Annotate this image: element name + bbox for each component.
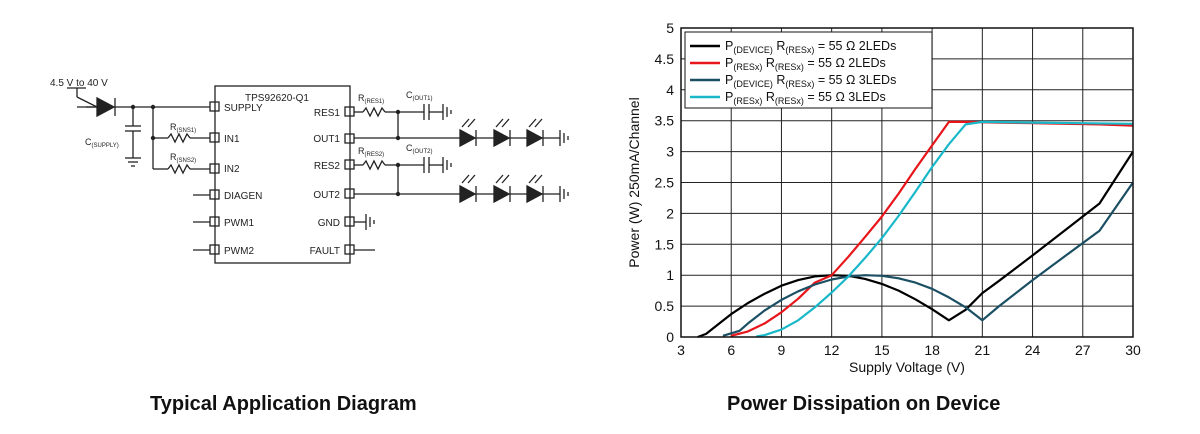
- component-label-c-out2: C(OUT2): [406, 143, 433, 155]
- pin-label-res2: RES2: [314, 161, 341, 172]
- legend-entry: P(RESx) R(RESx) = 55 Ω 3LEDs: [725, 90, 886, 106]
- pin-label-in2: IN2: [224, 164, 240, 175]
- y-tick-label: 4.5: [655, 51, 675, 67]
- x-axis-label: Supply Voltage (V): [849, 359, 965, 375]
- x-tick-label: 24: [1025, 342, 1041, 358]
- x-tick-label: 15: [874, 342, 890, 358]
- series-line-4: [756, 120, 1134, 338]
- pin-label-supply: SUPPLY: [224, 103, 263, 114]
- x-tick-label: 30: [1125, 342, 1141, 358]
- legend-box: [684, 31, 933, 109]
- chart-series: [697, 120, 1134, 339]
- y-tick-label: 1.5: [655, 236, 675, 252]
- plot-frame: [680, 27, 1134, 338]
- component-label-c-out1: C(OUT1): [406, 90, 433, 102]
- pin-label-out1: OUT1: [313, 134, 340, 145]
- y-tick-label: 5: [666, 20, 674, 36]
- x-tick-label: 18: [924, 342, 940, 358]
- pin-label-diagen: DIAGEN: [224, 191, 262, 202]
- x-tick-label: 27: [1075, 342, 1091, 358]
- chart-ticks: 3 6 9 12 15 18 21 24 27 30 0 0.5 1 1.5 2 2.5 3 3.5 4 4.5 5: [655, 20, 1141, 358]
- legend-entry: P(DEVICE) R(RESx) = 55 Ω 2LEDs: [725, 39, 896, 55]
- pin-label-pwm1: PWM1: [224, 218, 254, 229]
- x-tick-label: 3: [677, 342, 685, 358]
- application-schematic: 4.5 V to 40 V TPS92620-Q1 SUPPLY IN1 IN2…: [50, 78, 569, 264]
- pin-label-gnd: GND: [318, 218, 340, 229]
- x-tick-label: 12: [824, 342, 840, 358]
- component-label-r-res1: R(RES1): [358, 93, 384, 105]
- series-line-1: [697, 151, 1134, 339]
- schematic-caption: Typical Application Diagram: [150, 393, 417, 415]
- y-tick-label: 2: [666, 205, 674, 221]
- pin-label-fault: FAULT: [310, 246, 340, 257]
- y-tick-label: 3.5: [655, 113, 675, 129]
- component-label-r-res2: R(RES2): [358, 146, 384, 158]
- y-axis-label: Power (W) 250mA/Channel: [626, 97, 642, 267]
- pin-label-in1: IN1: [224, 134, 240, 145]
- y-tick-label: 0: [666, 329, 674, 345]
- power-dissipation-chart: 3 6 9 12 15 18 21 24 27 30 0 0.5 1 1.5 2 2.5 3 3.5 4 4.5 5 S…: [626, 20, 1141, 375]
- pin-label-res1: RES1: [314, 108, 341, 119]
- y-tick-label: 3: [666, 144, 674, 160]
- y-tick-label: 4: [666, 82, 674, 98]
- component-label-r-sns2: R(SNS2): [170, 152, 196, 164]
- y-tick-label: 2.5: [655, 175, 675, 191]
- legend-entry: P(DEVICE) R(RESx) = 55 Ω 3LEDs: [725, 73, 896, 89]
- series-line-3: [722, 181, 1134, 337]
- component-label-c-supply: C(SUPPLY): [85, 137, 119, 149]
- supply-range-label: 4.5 V to 40 V: [50, 78, 108, 89]
- y-tick-label: 1: [666, 267, 674, 283]
- x-tick-label: 9: [778, 342, 786, 358]
- chart-caption: Power Dissipation on Device: [727, 393, 1001, 415]
- component-label-r-sns1: R(SNS1): [170, 122, 196, 134]
- x-tick-label: 6: [727, 342, 735, 358]
- x-tick-label: 21: [975, 342, 991, 358]
- legend-entry: P(RESx) R(RESx) = 55 Ω 2LEDs: [725, 56, 886, 72]
- ic-name-label: TPS92620-Q1: [245, 93, 309, 104]
- pin-label-out2: OUT2: [313, 190, 340, 201]
- pin-label-pwm2: PWM2: [224, 246, 254, 257]
- y-tick-label: 0.5: [655, 298, 675, 314]
